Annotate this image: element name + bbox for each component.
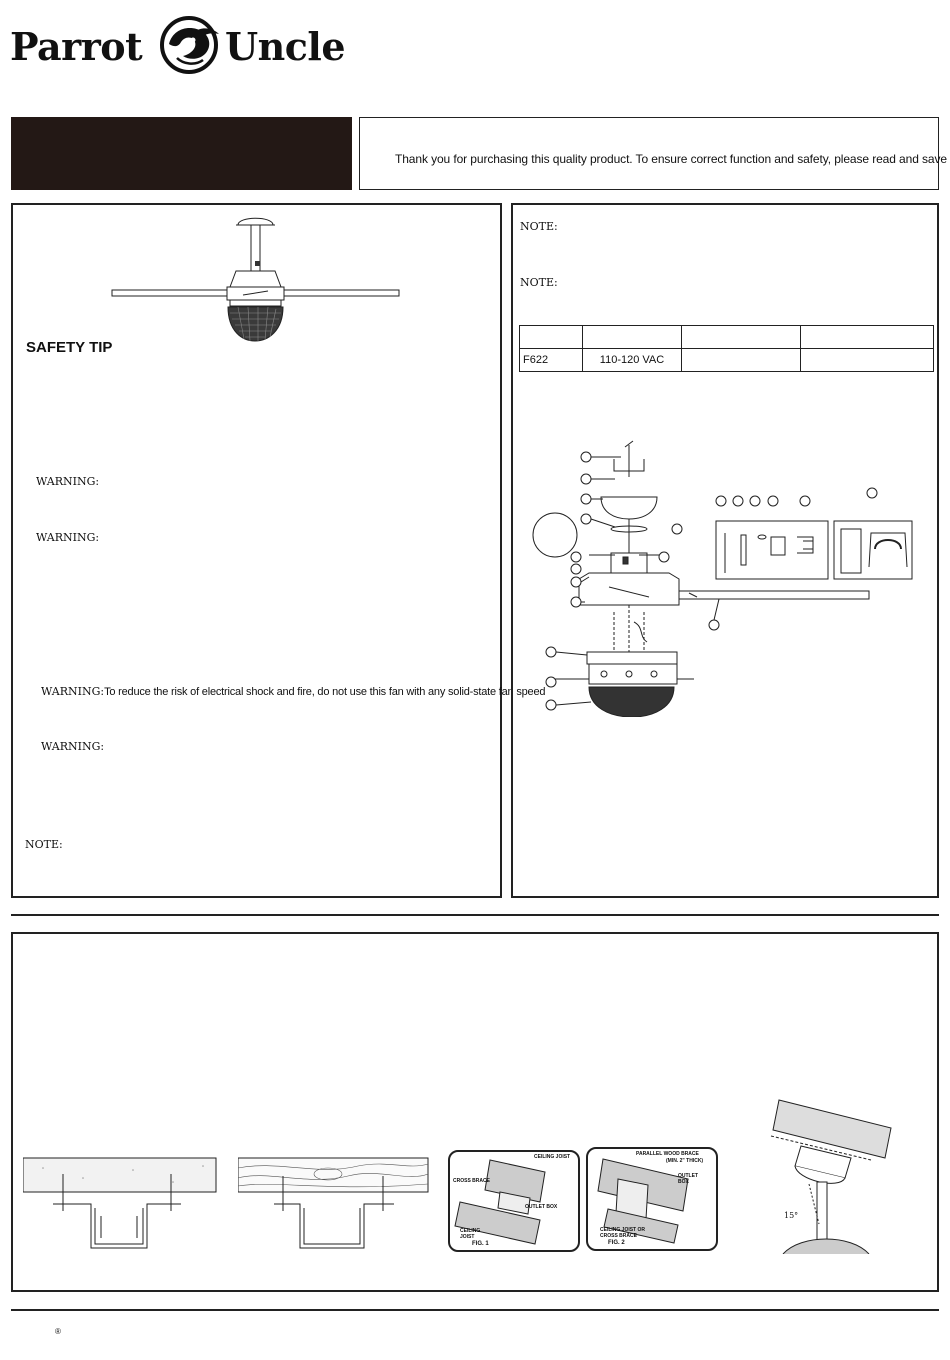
left-note-label: NOTE: [25,838,63,851]
fig-2-diagram: PARALLEL WOOD BRACE (MIN. 2" THICK) OUTL… [586,1147,718,1251]
intro-text: Thank you for purchasing this quality pr… [395,152,950,166]
fig-1-ceiling-joist-2: CEILING JOIST [460,1228,481,1240]
warning-1: WARNING: [36,475,99,488]
fig-1-diagram: CEILING JOIST CROSS BRACE OUTLET BOX CEI… [448,1150,580,1252]
angled-ceiling-illustration [770,1099,892,1254]
warning-2-label: WARNING: [36,531,100,544]
spec-header-row [519,325,934,349]
fig-1-illustration [454,1159,546,1245]
intro-box: Thank you for purchasing this quality pr… [359,117,950,190]
footer-divider [11,1309,939,1311]
mounting-diagram-1 [23,1157,217,1249]
spec-header-cell [681,325,801,349]
fig-2-illustration [597,1158,689,1244]
mounting-diagram-2 [238,1157,429,1249]
spec-model-cell: F622 [519,348,583,372]
spec-data-row: F622 110-120 VAC [519,348,934,372]
fig-1-ceiling-joist: CEILING JOIST [534,1154,571,1160]
angle-label: 15° [784,1211,799,1220]
warning-3: WARNING:To reduce the risk of electrical… [41,685,546,698]
fig-1-cross-brace: CROSS BRACE [453,1178,490,1184]
fig-1-label: FIG. 1 [472,1241,489,1247]
warning-2: WARNING: [36,531,99,544]
spec-cell [800,348,934,372]
fig-1-outlet-box: OUTLET BOX [525,1204,558,1210]
spec-header-cell [582,325,682,349]
title-banner [11,117,352,190]
warning-1-label: WARNING: [36,475,100,488]
fig-2-outlet-box: OUTLET BOX [678,1173,698,1185]
right-note-1: NOTE: [520,220,558,233]
warning-4-label: WARNING: [41,740,105,753]
spec-table: F622 110-120 VAC [519,325,934,372]
warning-4: WARNING: [41,740,104,753]
fig-2-joist-or-brace: CEILING JOIST OR CROSS BRACE [600,1227,646,1239]
brand-logo: Parrot Uncle [10,14,355,74]
brand-word-right: Uncle [225,24,346,69]
mounting-panel: CEILING JOIST CROSS BRACE OUTLET BOX CEI… [11,932,939,1292]
safety-panel: SAFETY TIP WARNING: WARNING: WARNING:To … [11,203,546,898]
spec-voltage-cell: 110-120 VAC [582,348,682,372]
warning-3-label: WARNING: [41,685,105,698]
spec-cell [681,348,801,372]
fig-2-label: FIG. 2 [608,1240,625,1246]
warning-3-text: To reduce the risk of electrical shock a… [104,686,546,698]
brand-word-left: Parrot [10,24,143,69]
exploded-parts-diagram [532,440,913,717]
safety-tip-title: SAFETY TIP [26,339,113,356]
spec-header-cell [800,325,934,349]
fig-2-parallel-brace: PARALLEL WOOD BRACE [636,1151,699,1157]
registered-mark: ® [55,1327,61,1336]
section-divider [11,914,939,916]
spec-header-cell [519,325,583,349]
ceiling-fan-illustration [111,217,400,342]
parrot-logo-icon [160,16,219,74]
fig-2-min-thick: (MIN. 2" THICK) [666,1158,704,1164]
parts-panel: NOTE: NOTE: F622 110-120 VAC [511,203,939,898]
right-note-2: NOTE: [520,276,558,289]
